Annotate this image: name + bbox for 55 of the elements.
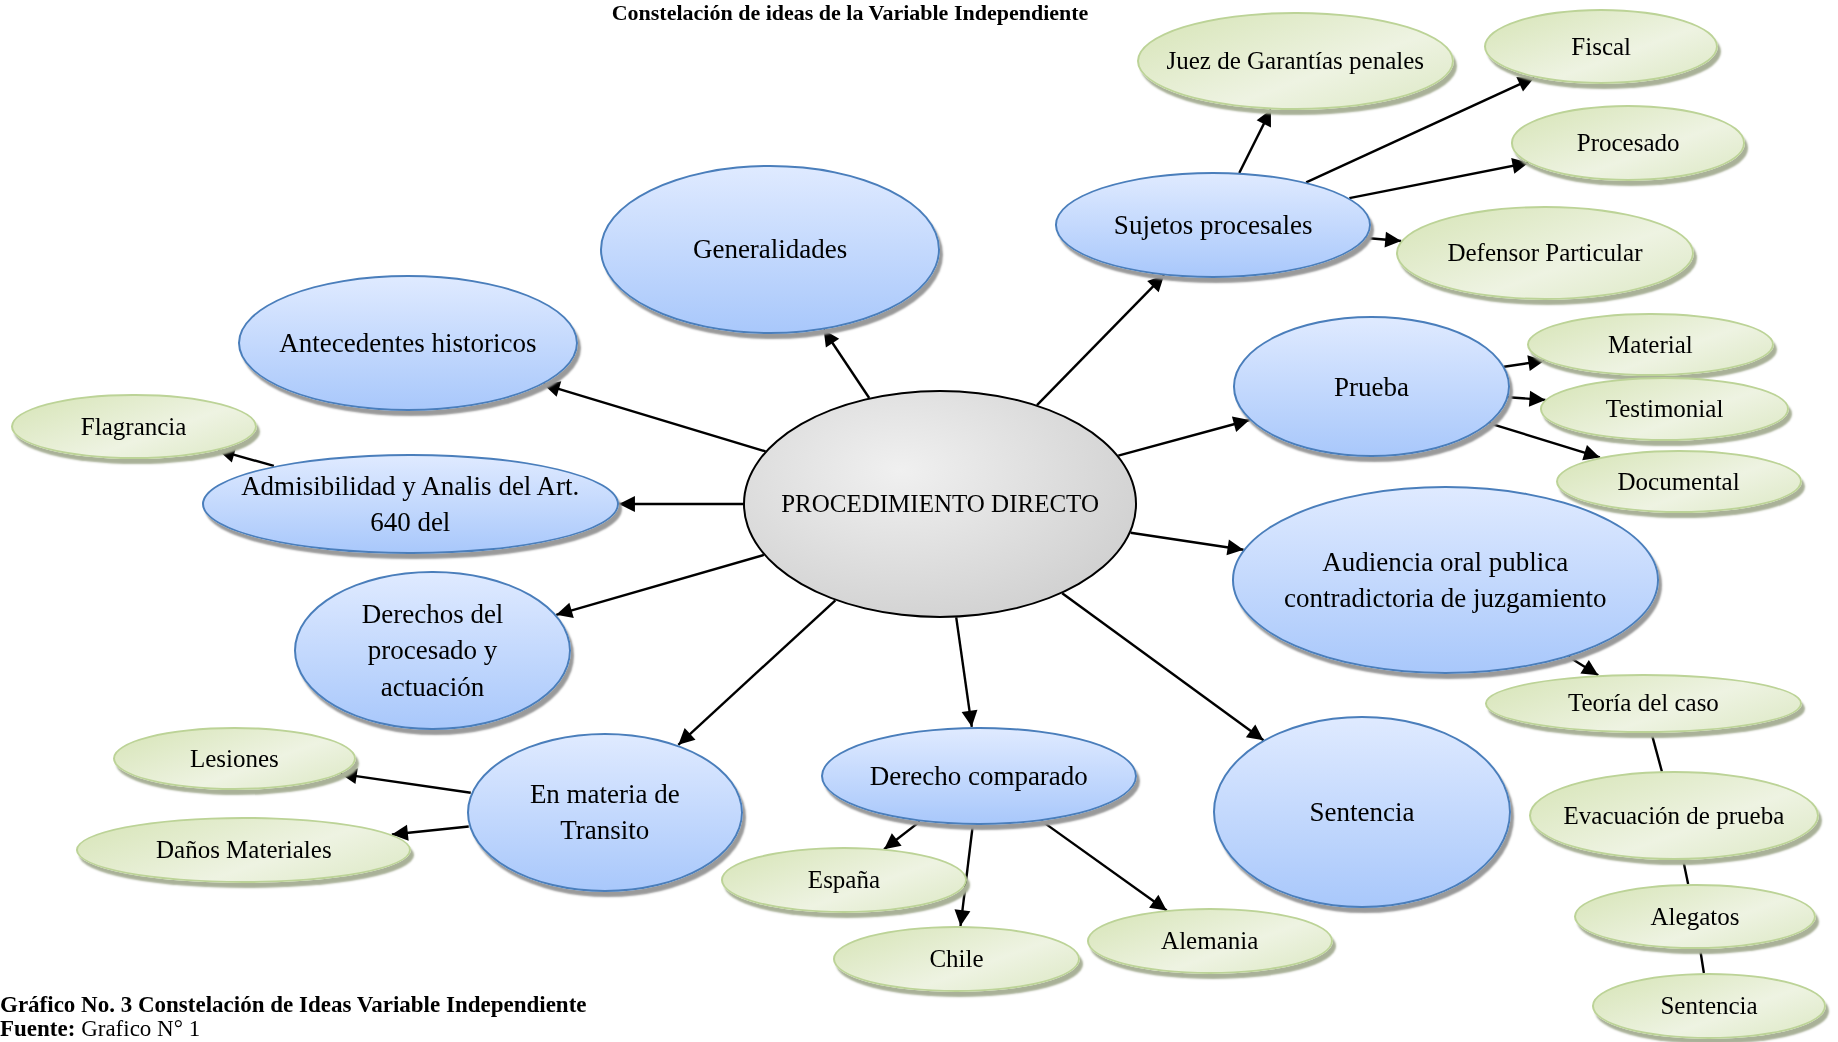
connector-line xyxy=(1699,949,1706,974)
node-text: Derechos del procesado y actuación xyxy=(361,598,504,702)
node-text: Procesado xyxy=(1576,129,1680,157)
node-text: Prueba xyxy=(1333,371,1409,402)
arrow xyxy=(822,329,871,399)
arrow xyxy=(954,825,974,927)
arrow xyxy=(618,496,744,513)
arrow xyxy=(1349,158,1529,200)
arrow xyxy=(955,617,978,727)
node-text: Sujetos procesales xyxy=(1113,209,1313,240)
arrow xyxy=(1061,592,1265,742)
node-text: Alegatos xyxy=(1650,902,1740,930)
arrow xyxy=(218,447,275,468)
node-text: Testimonial xyxy=(1605,395,1724,423)
node-text: Lesiones xyxy=(190,744,279,772)
arrow xyxy=(1305,76,1535,184)
node-text: Material xyxy=(1608,330,1693,358)
node-text: PROCEDIMIENTO DIRECTO xyxy=(781,490,1099,518)
node-text: Teoría del caso xyxy=(1567,689,1719,717)
node-text: En materia de Transito xyxy=(529,778,680,846)
subtopic-ellipse xyxy=(720,847,968,914)
arrow xyxy=(1489,422,1601,461)
node-text: Juez de Garantías penales xyxy=(1166,47,1424,75)
node-text: Audiencia oral publica contradictoria de juzgamiento xyxy=(1284,546,1607,614)
node-text: Antecedentes historicos xyxy=(279,328,537,359)
arrow xyxy=(555,553,765,619)
arrow xyxy=(1366,231,1402,248)
node-text: Sentencia xyxy=(1309,797,1415,828)
node-text: Generalidades xyxy=(692,234,848,265)
node-text: Defensor Particular xyxy=(1447,239,1643,267)
source-note: Fuente: Grafico N° 1 xyxy=(0,1016,201,1042)
node-text: Sentencia xyxy=(1660,991,1758,1019)
node-text: Daños Materiales xyxy=(156,835,332,863)
node-text: Admisibilidad y Analis del Art. 640 del xyxy=(241,470,580,537)
node-text: Derecho comparado xyxy=(869,760,1088,791)
node-text: Evacuación de prueba xyxy=(1563,801,1785,829)
node-text: Chile xyxy=(929,944,984,972)
node-text: Fiscal xyxy=(1571,33,1632,60)
arrow xyxy=(1130,531,1244,556)
node-text: Documental xyxy=(1617,467,1740,495)
node-text: Flagrancia xyxy=(80,412,187,440)
diagram-title: Constelación de ideas de la Variable Independiente xyxy=(610,0,1090,26)
arrow xyxy=(1238,109,1273,174)
arrow xyxy=(543,381,766,453)
arrow xyxy=(677,599,837,746)
connector-line xyxy=(1650,732,1664,772)
figure-caption: Gráfico No. 3 Constelación de Ideas Variable Independiente xyxy=(0,992,587,1018)
node-text: Alemania xyxy=(1161,927,1259,955)
node-text: España xyxy=(807,866,881,894)
arrow xyxy=(1508,390,1546,407)
arrow xyxy=(391,824,469,841)
arrow xyxy=(1567,655,1599,677)
connector-line xyxy=(1682,860,1690,885)
arrow xyxy=(1117,416,1250,457)
arrow xyxy=(340,768,471,794)
